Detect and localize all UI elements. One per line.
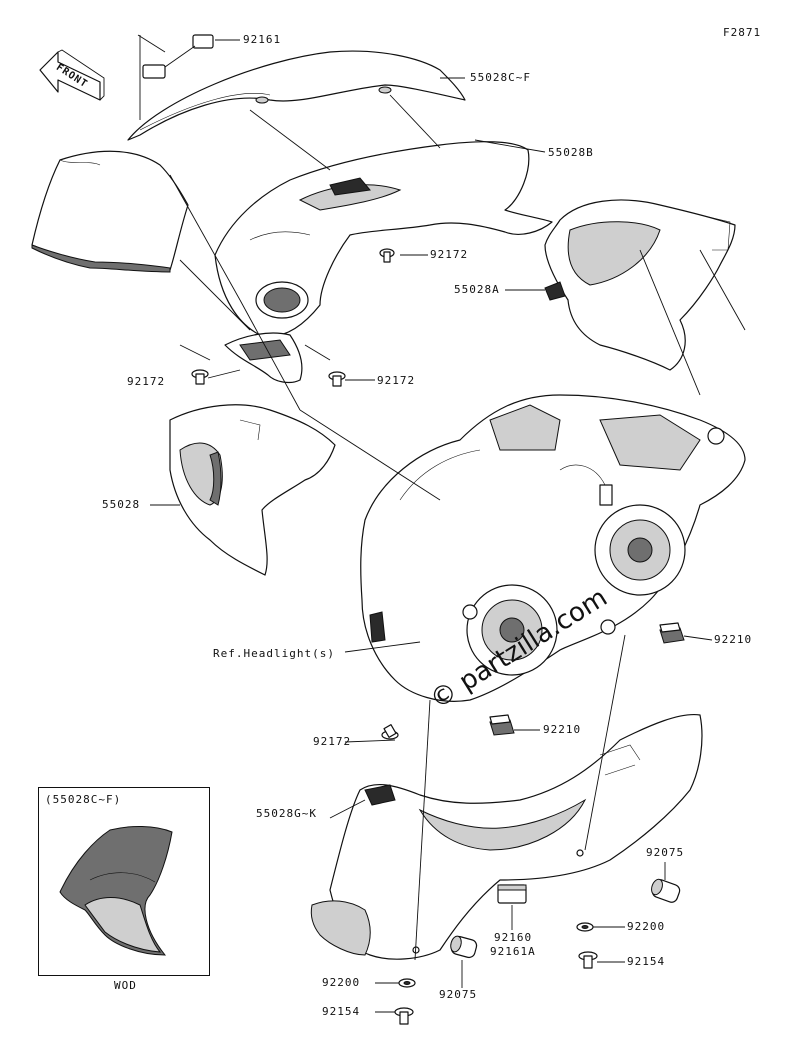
windshield-part [127, 50, 466, 141]
part-label-55028G-K[interactable]: 55028G~K [256, 807, 317, 820]
front-cowl-55028 [169, 404, 336, 576]
damper-92075-right [651, 878, 681, 903]
part-label-55028C-F[interactable]: 55028C~F [470, 71, 531, 84]
part-label-92154-a[interactable]: 92154 [627, 955, 666, 968]
figure-code: F2871 [723, 26, 762, 39]
part-label-92075-b[interactable]: 92075 [439, 988, 478, 1001]
part-label-92210-a[interactable]: 92210 [714, 633, 753, 646]
screw-92154-right [578, 951, 598, 969]
lower-cowl-55028G-K [310, 713, 703, 960]
bolt-92172-lower-part [381, 724, 399, 740]
grommet-92160-part [497, 884, 527, 904]
washer-92200-right [576, 922, 594, 932]
part-label-55028B[interactable]: 55028B [548, 146, 594, 159]
screw-92154-left [394, 1007, 414, 1025]
leader-lines [137, 34, 746, 1013]
inset-windshield-part [59, 825, 173, 956]
headlight-assembly [360, 394, 746, 702]
part-label-92200-a[interactable]: 92200 [627, 920, 666, 933]
washer-92200-left [398, 978, 416, 988]
part-label-92161A[interactable]: 92161A [490, 945, 536, 958]
bolt-92172-part [379, 248, 395, 263]
part-label-92200-b[interactable]: 92200 [322, 976, 361, 989]
upper-inner-panel-55028B [214, 141, 553, 337]
part-label-92161[interactable]: 92161 [243, 33, 282, 46]
inset-title: (55028C~F) [45, 793, 122, 806]
clip-nut-92210-center [489, 714, 515, 736]
lower-duct-part [224, 332, 303, 384]
part-label-55028A[interactable]: 55028A [454, 283, 500, 296]
grommet-92161-part [142, 34, 240, 79]
part-label-92172-a[interactable]: 92172 [430, 248, 469, 261]
part-label-92172-d[interactable]: 92172 [313, 735, 352, 748]
inset-caption: WOD [114, 979, 137, 992]
part-label-92172-b[interactable]: 92172 [127, 375, 166, 388]
part-label-92210-b[interactable]: 92210 [543, 723, 582, 736]
part-label-55028[interactable]: 55028 [102, 498, 141, 511]
part-label-92154-b[interactable]: 92154 [322, 1005, 361, 1018]
clip-nut-92210-right [659, 622, 685, 644]
side-cowl-part [31, 150, 189, 273]
bolt-92172-left-part [191, 369, 209, 385]
ref-headlight-label[interactable]: Ref.Headlight(s) [213, 647, 335, 660]
front-arrow-icon [39, 49, 105, 101]
right-cowl-55028A [544, 199, 736, 371]
bolt-92172-mid-part [328, 371, 346, 387]
part-label-92172-c[interactable]: 92172 [377, 374, 416, 387]
variant-inset-box: (55028C~F) [38, 787, 210, 976]
damper-92075-left [450, 935, 478, 959]
part-label-92075-a[interactable]: 92075 [646, 846, 685, 859]
part-label-92160[interactable]: 92160 [494, 931, 533, 944]
